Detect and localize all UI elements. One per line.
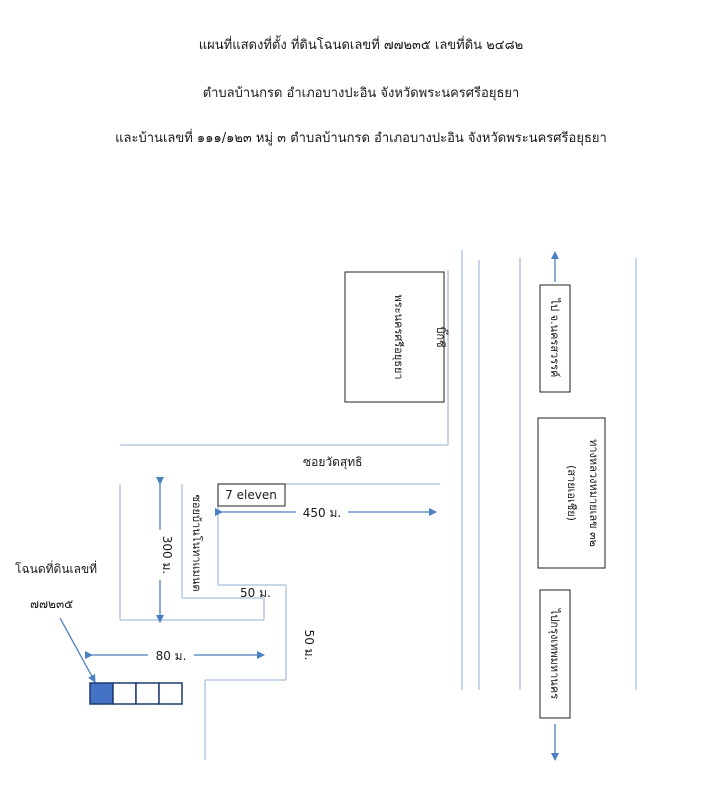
highway-32-label: ทางหลวงหมายเลข ๓๒ — [587, 439, 600, 547]
dist-50-label-b: 50 ม. — [302, 630, 316, 661]
dist-300-bg — [150, 530, 170, 580]
target-plot — [89, 682, 114, 705]
soi-wat-suthi-label: ซอยวัดสุทธิ — [303, 455, 362, 470]
land-plots — [89, 682, 183, 705]
road-network — [119, 250, 637, 760]
bigc-label-2: พระนครศรีอยุธยา — [392, 294, 405, 379]
dist-450-bg — [296, 503, 348, 521]
map-title-line1: แผนที่แสดงที่ตั้ง ที่ดินโฉนดเลขที่ ๗๗๒๓๕… — [198, 38, 524, 53]
seven-eleven-box — [217, 483, 286, 507]
to-bangkok-box — [539, 589, 571, 719]
to-bangkok-label: ไปกรุงเทพมหานคร — [548, 608, 561, 699]
map-title-line3: และบ้านเลขที่ ๑๑๑/๑๒๓ หมู่ ๓ ตำบลบ้านกรด… — [115, 131, 607, 146]
plot-label-title: โฉนดที่ดินเลขที่ — [15, 560, 97, 576]
seven-eleven-label: 7 eleven — [225, 488, 277, 502]
dist-80-bg — [148, 646, 194, 664]
to-nakhon-sawan-box — [539, 284, 571, 393]
plot-label-number: ๗๗๒๓๕ — [30, 597, 73, 611]
neighbor-plot-2 — [135, 682, 160, 705]
highway-32-sub: (สายเอเชีย) — [565, 465, 578, 521]
bigc-label-1: บิ๊กซี — [434, 326, 449, 348]
neighbor-plot-1 — [112, 682, 137, 705]
soi-name-vertical: ซอยบ้านโนทาแมนต — [190, 494, 204, 591]
to-nakhon-sawan-label: ไป จ.นครสวรรค์ — [548, 298, 561, 378]
dist-300-label: 300 ม. — [160, 536, 174, 574]
dist-80-label: 80 ม. — [156, 649, 187, 663]
highway-32-box — [537, 417, 606, 569]
dist-450-label: 450 ม. — [303, 506, 341, 520]
plot-pointer-arrow — [59, 617, 96, 683]
map-title-line2: ตำบลบ้านกรด อำเภอบางปะอิน จังหวัดพระนครศ… — [202, 86, 520, 101]
neighbor-plot-3 — [158, 682, 183, 705]
dist-50-label-a: 50 ม. — [240, 586, 271, 600]
bigc-building — [344, 271, 445, 403]
